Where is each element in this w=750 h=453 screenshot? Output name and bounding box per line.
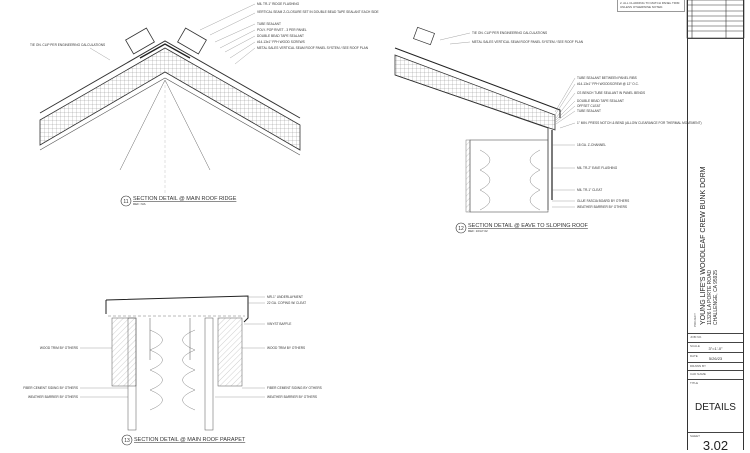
annotation: WOOD TRIM BY OTHERS — [267, 346, 305, 350]
date-value: 5/26/23 — [708, 356, 723, 361]
title-block: PROJECT YOUNG LIFE'S WOODLEAF CREW BUNK … — [687, 0, 744, 453]
annotation: WEATHER BARRIER BY OTHERS — [28, 395, 78, 399]
annotation: TUBE SEALANT — [577, 109, 601, 113]
detail-12-leaders — [439, 32, 576, 208]
annotation: FIBER CEMENT SIDING BY OTHERS — [267, 386, 322, 390]
detail-13-marker — [121, 434, 133, 446]
detail-12-marker — [455, 222, 467, 234]
annotation: DOUBLE BEAD TAPE SEALANT — [257, 34, 304, 38]
annotation: DOUBLE BEAD TAPE SEALANT — [577, 99, 624, 103]
annotation: MR-1" UNDERLAYMENT — [267, 295, 303, 299]
annotation: METAL SALES VERTICAL SEAM ROOF PANEL SYS… — [472, 40, 584, 44]
project-info: YOUNG LIFE'S WOODLEAF CREW BUNK DORM 113… — [700, 45, 740, 325]
annotation: FIBER CEMENT SIDING BY OTHERS — [23, 386, 78, 390]
annotation: TIE ON. CLIP PER ENGINEERING CALCULATION… — [30, 43, 105, 47]
project-label: PROJECT — [693, 312, 698, 328]
sheet-title: DETAILS — [695, 402, 736, 413]
general-note: 2. ALL CLADDING TO MATCH PANEL TRIM UNLE… — [617, 0, 685, 12]
annotation: CS BENCH TUBE SEALANT IN PANEL BENDS — [577, 91, 645, 95]
annotation: WEATHER BARRIER BY OTHERS — [267, 395, 317, 399]
annotation: WOOD TRIM BY OTHERS — [40, 346, 78, 350]
annotation: OFFSET CLEAT — [577, 104, 600, 108]
detail-12-number: 12 — [458, 226, 464, 232]
detail-13-number: 13 — [124, 438, 130, 444]
annotation: VINYST BAFFLE — [267, 322, 291, 326]
date-label: DATE — [690, 354, 698, 358]
drawn-by-label: DRAWN BY — [690, 364, 707, 368]
annotation: GLUE FASCIA BOARD BY OTHERS — [577, 199, 629, 203]
detail-12-title: SECTION DETAIL @ EAVE TO SLOPING ROOF — [468, 223, 589, 229]
annotation: 18 GA. Z-CHANNEL — [577, 143, 606, 147]
detail-13-parapet-drawing — [105, 295, 249, 431]
detail-11-marker — [120, 195, 132, 207]
detail-11-title: SECTION DETAIL @ MAIN ROOF RIDGE — [133, 196, 237, 202]
detail-12-eave-drawing — [394, 26, 561, 213]
annotation: #14-13x1" FPH WOODSCREW @ 12" O.C. — [577, 82, 639, 86]
job-no-label: JOB NO. — [690, 335, 703, 339]
divider — [688, 38, 743, 39]
project-name: YOUNG LIFE'S WOODLEAF CREW BUNK DORM — [700, 166, 707, 325]
scale-label: SCALE — [690, 344, 700, 348]
annotation: METAL SALES VERTICAL SEAM ROOF PANEL SYS… — [257, 46, 369, 50]
annotation: MIL TR-1" RIDGE FLASHING — [257, 2, 300, 6]
detail-12-ref: REF: 10/A7.02 — [468, 229, 488, 233]
detail-11-ridge-drawing — [39, 27, 301, 195]
detail-13-title: SECTION DETAIL @ MAIN ROOF PARAPET — [134, 437, 246, 443]
annotation: 1" MIN. PRESS NOTCH & BEND (ALLOW CLEARA… — [577, 121, 702, 125]
detail-11-leaders — [89, 3, 256, 65]
sheet-number: 3.02 — [702, 438, 729, 453]
annotation: WEATHER BARRIER BY OTHERS — [577, 205, 627, 209]
annotation: MIL TR-1" CLEAT — [577, 188, 602, 192]
annotation: TIE ON. CLIP PER ENGINEERING CALCULATION… — [472, 31, 547, 35]
scale-value: 3"=1'-0" — [708, 346, 723, 351]
annotation: MIL TR-2" EAVE FLASHING — [577, 166, 618, 170]
annotation: TUBE SEALANT BETWEEN PANEL RIBS — [577, 76, 637, 80]
detail-11-number: 11 — [123, 199, 128, 205]
detail-11-ref: REF: N/A — [133, 202, 146, 206]
annotation: 22 GA. COPING W/ CLEAT — [267, 301, 306, 305]
annotation: #14-13x1" FPH WOOD SCREWS — [257, 40, 305, 44]
annotation: TUBE SEALANT — [257, 22, 281, 26]
sheet-label: SHEET — [690, 434, 701, 438]
cad-name-label: CAD NAME — [690, 372, 706, 376]
annotation: POLY. POP RIVET - 3 PER PANEL — [257, 28, 307, 32]
detail-13-leaders — [80, 296, 265, 398]
annotation: VERTICAL SEAM Z-CLOSURE SET IN DOUBLE BE… — [257, 10, 379, 14]
project-address-2: CHALLENGE, CA 95925 — [713, 269, 719, 325]
title-label: TITLE — [690, 381, 699, 385]
